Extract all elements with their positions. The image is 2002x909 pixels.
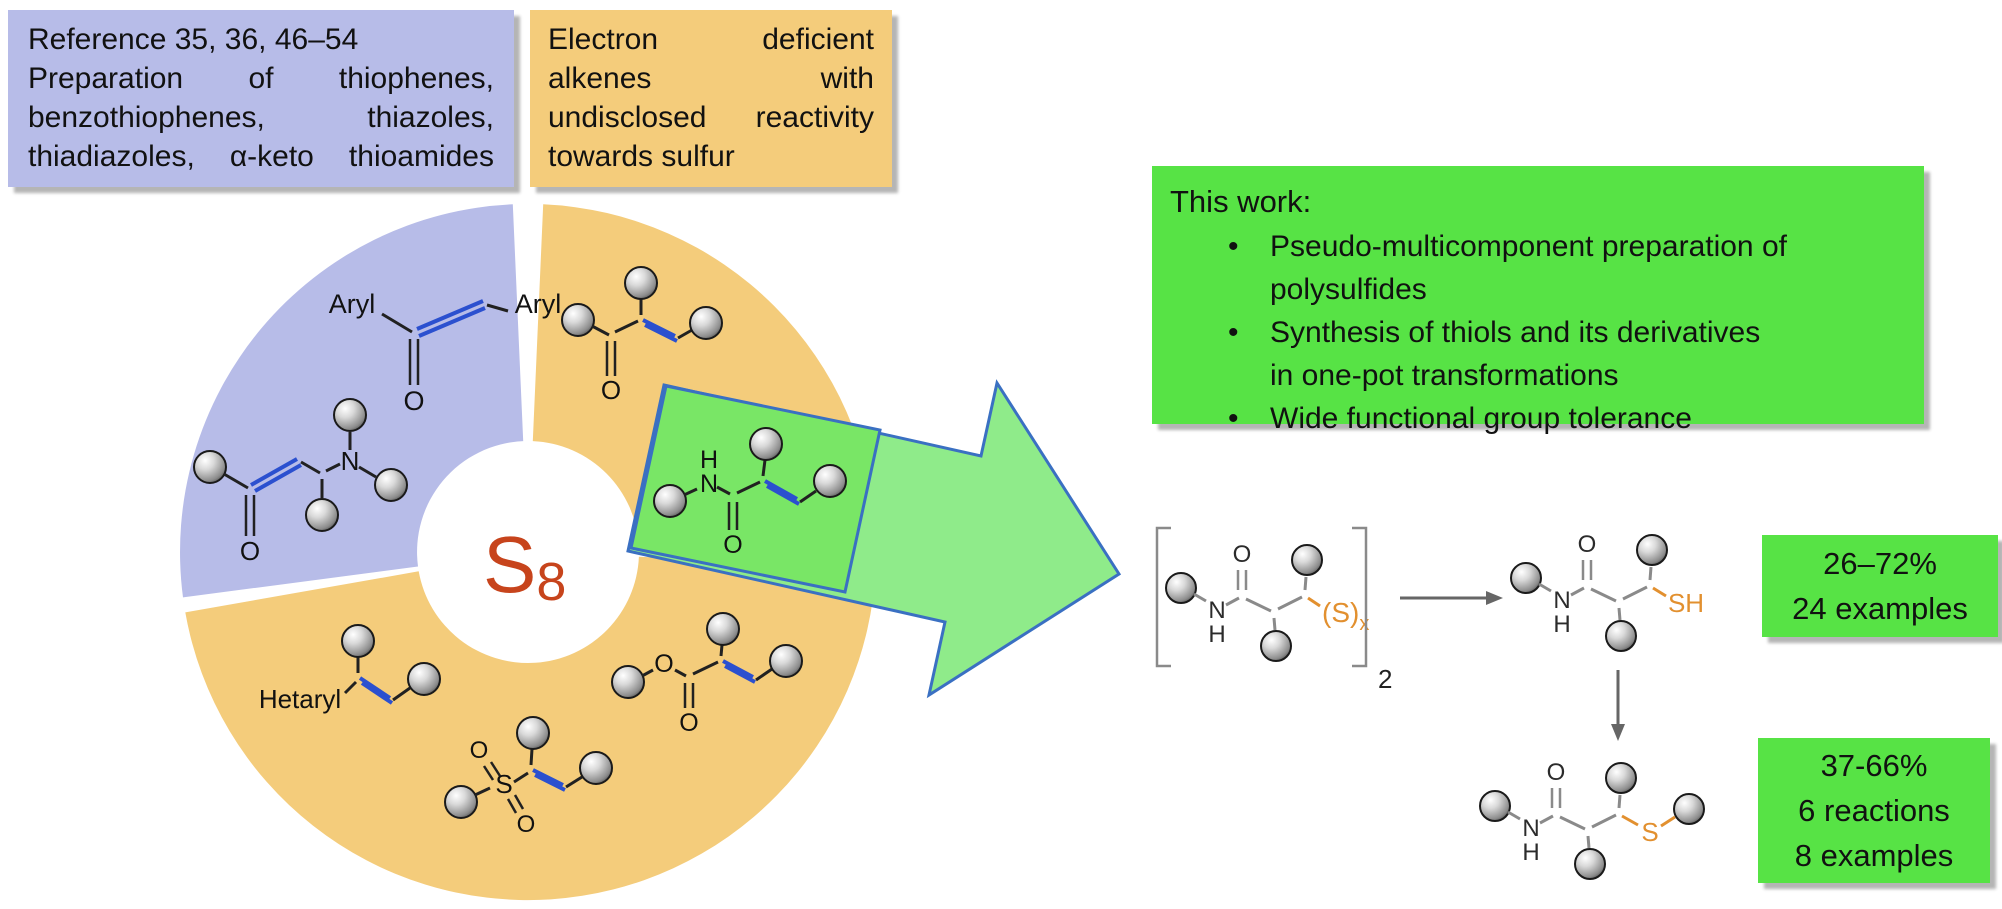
r-group-sphere [1673, 793, 1705, 825]
oxygen-label: O [654, 650, 673, 678]
r-group-sphere [1605, 762, 1637, 794]
acrylamide-highlight-panel [629, 384, 882, 594]
oxygen-label: O [1233, 541, 1252, 568]
sulfur-label: S [495, 769, 512, 799]
hydrogen-label: H [700, 446, 718, 474]
reaction-arrow-right [1400, 591, 1503, 605]
r-group-sphere [1479, 790, 1511, 822]
this-work-bullet: Synthesis of thiols and its derivatives … [1170, 311, 1790, 397]
thiol-structure: N H O SH [1510, 531, 1704, 652]
nitrogen-label: N [341, 446, 360, 476]
hetaryl-label: Hetaryl [259, 684, 341, 714]
r-group-sphere [813, 464, 847, 498]
r-group-sphere [1636, 534, 1668, 566]
yield-range: 26–72% [1823, 546, 1937, 581]
reference-box-line: Preparation of thiophenes, [28, 62, 494, 95]
reference-box-line: thiadiazoles, α-keto thioamides [28, 140, 494, 173]
reference-box-line: benzothiophenes, thiazoles, [28, 101, 494, 134]
nitrogen-label: N [1522, 815, 1539, 842]
thiol-sh-label: SH [1668, 588, 1704, 618]
r-group-sphere [769, 644, 803, 678]
oxygen-label: O [1547, 759, 1566, 786]
sulfur-label: S [1641, 817, 1658, 847]
r-group-sphere [706, 612, 740, 646]
reference-box: Reference 35, 36, 46–54 Preparation of t… [8, 10, 514, 187]
this-work-bullet-list: Pseudo-multicomponent preparation of pol… [1170, 225, 1790, 440]
aryl-right-label: Aryl [515, 289, 562, 319]
yield-box-thiols: 26–72% 24 examples [1762, 535, 1998, 637]
chalcone-structure: Aryl O Aryl [329, 289, 562, 416]
reference-box-line: Reference 35, 36, 46–54 [28, 23, 359, 56]
oxygen-label: O [601, 375, 621, 405]
hydrogen-label: H [1208, 621, 1225, 648]
bracket-left [1155, 526, 1171, 668]
hydrogen-label: H [1553, 611, 1570, 638]
nitrogen-label: N [1553, 587, 1570, 614]
polysulfide-structure: N H O (S)x 2 [1155, 526, 1392, 694]
alkene-box-line: alkenes with [548, 62, 874, 95]
example-count: 8 examples [1794, 838, 1954, 873]
alkene-box-line: undisclosed reactivity [548, 101, 874, 134]
oxygen-label: O [517, 811, 536, 838]
s8-hub-label: S8 [483, 520, 566, 612]
enone-structure: O [561, 266, 723, 405]
r-group-sphere [689, 306, 723, 340]
alkene-box: Electron deficient alkenes with undisclo… [530, 10, 892, 187]
oxygen-label: O [679, 709, 698, 737]
r-group-sphere [611, 665, 645, 699]
r-group-sphere [1605, 620, 1637, 652]
dimer-subscript: 2 [1378, 664, 1392, 694]
reaction-count: 6 reactions [1798, 793, 1950, 828]
r-group-sphere [1510, 562, 1542, 594]
this-work-box: This work: Pseudo-multicomponent prepara… [1152, 166, 1924, 440]
oxygen-label: O [1578, 531, 1597, 558]
r-group-sphere [561, 303, 595, 337]
acrylamide-structure: H N O [653, 427, 847, 559]
vinyl-sulfone-structure: S O O [444, 716, 613, 838]
aryl-left-label: Aryl [329, 289, 376, 319]
r-group-sphere [749, 427, 783, 461]
this-work-bullet: Wide functional group tolerance [1170, 397, 1790, 440]
yield-range: 37-66% [1820, 748, 1928, 783]
r-group-sphere [333, 398, 367, 432]
oxygen-label: O [240, 536, 260, 566]
r-group-sphere [1260, 630, 1292, 662]
r-group-sphere [1291, 544, 1323, 576]
alkene-box-line: Electron deficient [548, 23, 874, 56]
oxygen-label: O [470, 737, 489, 764]
r-group-sphere [516, 716, 550, 750]
r-group-sphere [193, 450, 227, 484]
enaminone-structure: O N [193, 398, 408, 566]
polysulfide-sx-label: (S)x [1322, 597, 1369, 635]
thioether-structure: N H O S [1479, 759, 1705, 880]
nitrogen-label: N [1208, 597, 1225, 624]
r-group-sphere [1574, 848, 1606, 880]
example-count: 24 examples [1792, 591, 1968, 626]
r-group-sphere [407, 662, 441, 696]
r-group-sphere [374, 468, 408, 502]
alkene-box-line: towards sulfur [548, 140, 735, 173]
r-group-sphere [341, 624, 375, 658]
oxygen-label: O [403, 386, 424, 416]
yield-box-derivatives: 37-66% 6 reactions 8 examples [1758, 738, 1990, 883]
r-group-sphere [624, 266, 658, 300]
bracket-right [1352, 526, 1368, 668]
acrylate-structure: O O [611, 612, 803, 737]
hydrogen-label: H [1522, 839, 1539, 866]
r-group-sphere [1165, 572, 1197, 604]
r-group-sphere [305, 498, 339, 532]
this-work-bullet: Pseudo-multicomponent preparation of pol… [1170, 225, 1790, 311]
this-work-title: This work: [1170, 184, 1312, 219]
r-group-sphere [579, 751, 613, 785]
r-group-sphere [653, 484, 687, 518]
reaction-arrow-down [1611, 670, 1625, 741]
r-group-sphere [444, 785, 478, 819]
nitrogen-label: N [700, 470, 718, 498]
oxygen-label: O [723, 531, 742, 559]
hetaryl-alkene-structure: Hetaryl [259, 624, 441, 714]
